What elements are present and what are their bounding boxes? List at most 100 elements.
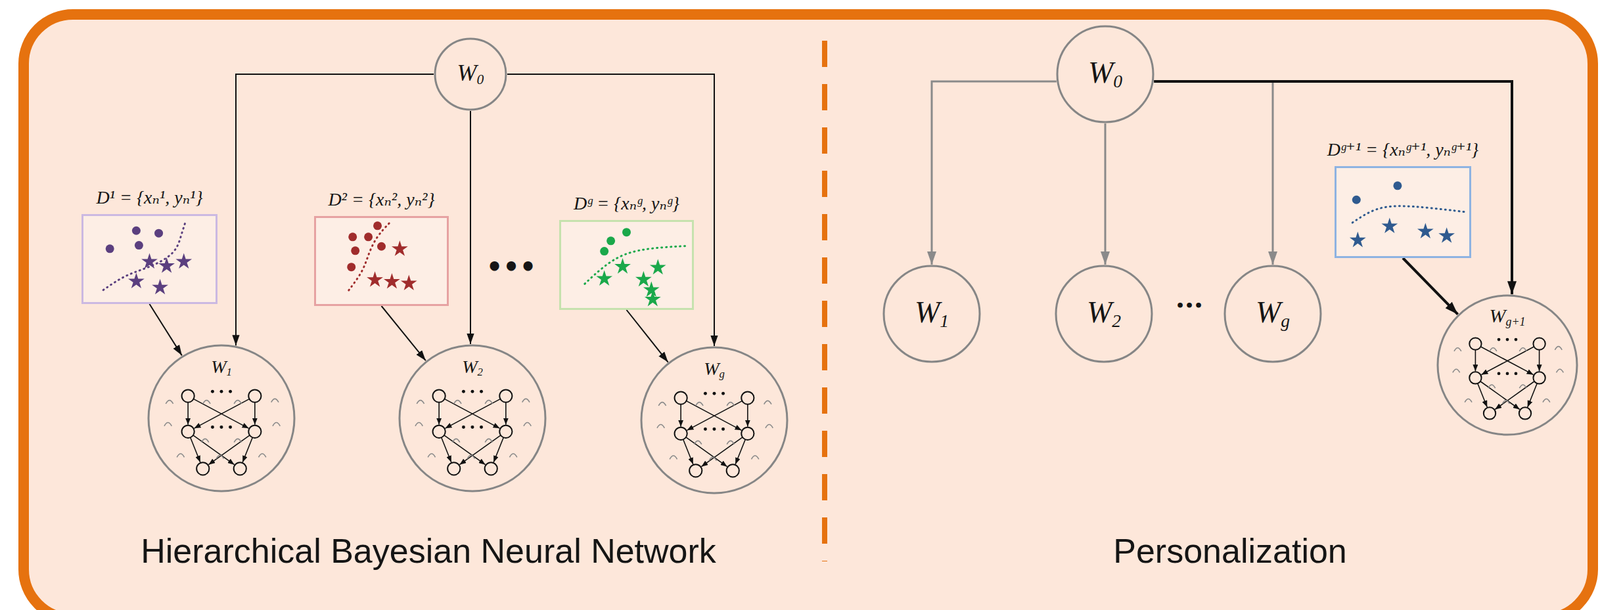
weight-distribution (764, 400, 772, 405)
weight-distribution (693, 440, 702, 445)
weight-distribution (522, 398, 530, 403)
scatter-plot (1336, 168, 1470, 257)
dataset-box: Dᵍ = {xₙᵍ, yₙᵍ} (559, 192, 694, 311)
neuron (248, 389, 261, 403)
network-link (505, 402, 507, 426)
neuron (248, 425, 261, 439)
symbol-letter: W (914, 295, 940, 330)
weight-distribution (695, 402, 704, 407)
symbol-subscript: 1 (226, 365, 232, 379)
dataset-label: Dᵍ⁺¹ = {xₙᵍ⁺¹, yₙᵍ⁺¹} (1324, 138, 1482, 161)
circle-border (148, 345, 295, 492)
network-drawing (164, 389, 280, 476)
data-point (154, 229, 163, 238)
weight-distribution (201, 438, 209, 443)
network-link (735, 439, 746, 465)
data-point (350, 246, 360, 255)
weight-distribution (258, 454, 267, 458)
data-point (366, 271, 384, 288)
neuron (233, 462, 247, 476)
neuron (447, 462, 460, 476)
data-point (1438, 227, 1455, 244)
ellipsis-dot (220, 390, 224, 394)
data-point (1349, 231, 1367, 248)
data-point (1381, 217, 1398, 234)
parameter-label: Wg+1 (1486, 306, 1528, 328)
ellipsis-dot (721, 392, 725, 396)
data-point (644, 291, 662, 307)
weight-distribution (233, 438, 242, 443)
ellipsis-dot (1497, 338, 1501, 342)
dataset-box: Dᵍ⁺¹ = {xₙᵍ⁺¹, yₙᵍ⁺¹} (1322, 138, 1485, 259)
data-point (348, 232, 357, 242)
data-point (400, 275, 418, 292)
network-drawing (657, 391, 773, 478)
scatter-plot (316, 218, 447, 305)
network-link (1480, 381, 1520, 411)
data-point (643, 281, 660, 298)
connector-arrow (626, 310, 669, 363)
ellipsis-dot (712, 392, 717, 396)
neuron (182, 425, 195, 439)
weight-distribution (427, 454, 435, 458)
symbol-letter: W (703, 358, 719, 380)
ellipsis-dot (210, 425, 215, 430)
weight-distribution (454, 400, 462, 405)
neuron (433, 425, 446, 439)
weight-distribution (272, 422, 280, 426)
circle-border (1057, 26, 1154, 123)
symbol-subscript: 2 (1111, 310, 1121, 332)
parameter-label: W0 (1088, 57, 1123, 91)
symbol-letter: W (210, 356, 227, 378)
neuron (182, 389, 195, 403)
network-link (1475, 350, 1477, 372)
symbol-subscript: 1 (939, 310, 949, 332)
parameter-label: Wg (1255, 297, 1290, 330)
dataset-frame (559, 220, 694, 311)
network-link (687, 401, 743, 432)
ellipsis: ••• (486, 253, 537, 280)
parameter-circle: Wg (1223, 264, 1323, 364)
parameter-circle: W1 (882, 264, 982, 364)
neuron (1519, 407, 1532, 420)
data-point (377, 242, 386, 252)
neuron (196, 462, 209, 476)
weight-distribution (523, 422, 531, 426)
neuron (741, 391, 754, 405)
symbol-subscript: g (1280, 310, 1290, 332)
symbol-subscript: 0 (1113, 70, 1123, 92)
symbol-subscript: g (718, 367, 725, 381)
weight-distribution (484, 438, 493, 443)
weight-distribution (165, 400, 173, 405)
network-link (187, 402, 189, 426)
symbol-letter: W (1255, 295, 1281, 330)
divider-line (822, 40, 828, 562)
symbol-letter: W (1088, 55, 1114, 90)
dataset-box: D² = {xₙ², yₙ²} (314, 188, 449, 307)
ellipsis: ••• (1175, 298, 1204, 314)
network-link (242, 437, 253, 463)
parameter-circle: W2 (1054, 264, 1154, 364)
symbol-letter: W (461, 356, 478, 378)
decision-boundary (1352, 206, 1467, 223)
circle-border (641, 347, 788, 494)
neuron (689, 464, 702, 478)
dataset-label: Dᵍ = {xₙᵍ, yₙᵍ} (571, 192, 683, 215)
circle-border (399, 345, 546, 492)
symbol-letter: W (1086, 295, 1112, 330)
neuron (674, 427, 688, 441)
weight-distribution (1452, 369, 1461, 373)
data-point (622, 228, 631, 237)
data-point (151, 279, 169, 296)
network-link (1481, 346, 1534, 376)
ellipsis-dot (471, 425, 475, 430)
weight-distribution (658, 402, 666, 407)
connector-arrow (507, 74, 715, 347)
connector-arrow (469, 111, 472, 345)
weight-distribution (416, 400, 424, 405)
parameter-circle: W0 (433, 37, 508, 112)
data-point (635, 271, 652, 288)
network-link (680, 404, 682, 428)
parameter-circle: Wg (640, 346, 789, 495)
